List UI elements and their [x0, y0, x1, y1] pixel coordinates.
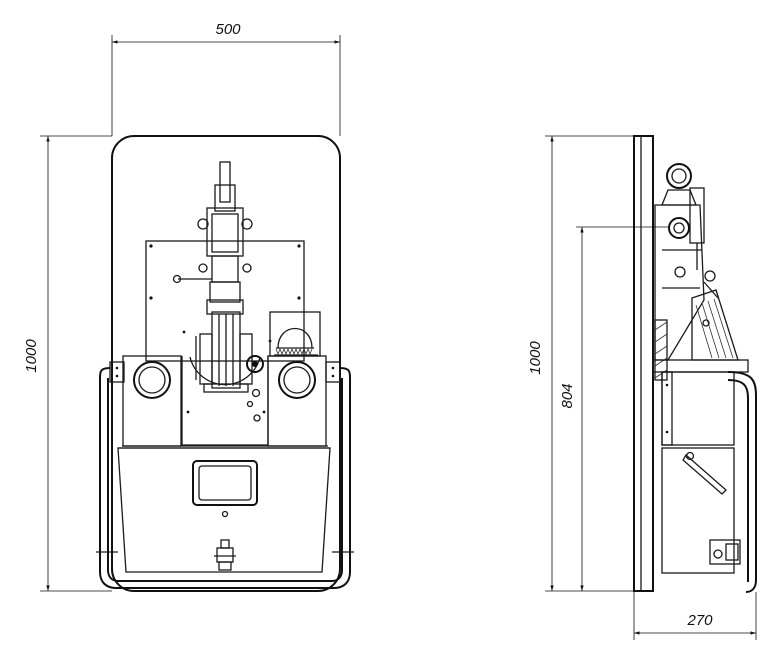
right-housing	[267, 355, 327, 447]
dome-assembly	[269, 311, 321, 357]
display-window	[192, 460, 258, 506]
front-view	[96, 135, 354, 592]
dim-side-inner-height: 804	[559, 383, 576, 408]
side-lower-cover	[661, 447, 735, 574]
cam-wedge	[691, 270, 739, 361]
bottom-fitting	[214, 539, 236, 571]
handle-frame	[99, 367, 351, 589]
dim-side-height: 1000	[527, 341, 544, 375]
hook-assembly	[172, 161, 253, 393]
left-port	[133, 361, 171, 399]
left-housing	[122, 355, 182, 447]
right-port	[278, 361, 316, 399]
side-handle	[727, 371, 757, 593]
side-housing	[661, 371, 735, 446]
gear-icon	[246, 355, 264, 373]
dim-front-height: 1000	[23, 339, 40, 373]
dim-front-width: 500	[215, 21, 241, 38]
side-plate	[633, 135, 654, 592]
mechanism-plate	[145, 240, 305, 362]
side-view	[633, 135, 757, 593]
dimension-lines	[40, 35, 757, 640]
lifting-eye	[666, 163, 692, 189]
dim-side-depth: 270	[686, 612, 713, 629]
